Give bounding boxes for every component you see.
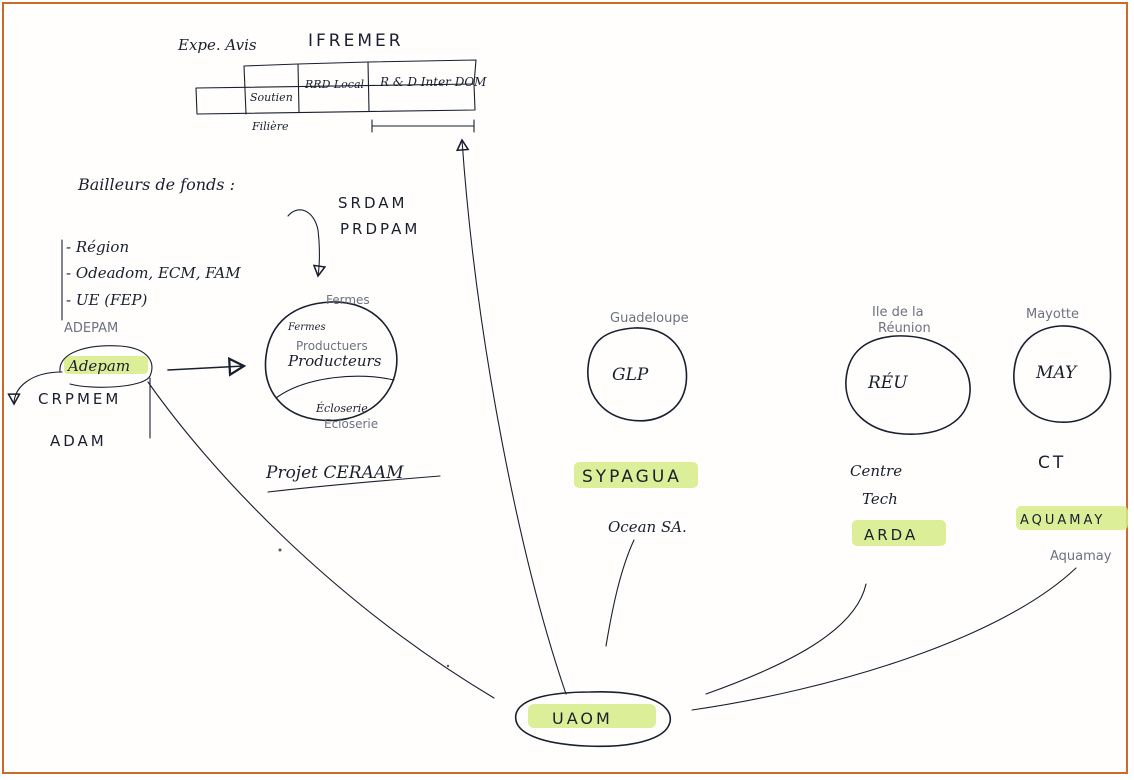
stray-dot xyxy=(446,664,450,668)
uaom-hub: UAOM xyxy=(515,690,671,748)
adepam-ellipse xyxy=(59,345,153,388)
guadeloupe-code: GLP xyxy=(612,365,649,385)
mayotte-to-uaom-line xyxy=(691,567,1077,711)
cerc-pencil-fermes: Fermes xyxy=(326,293,370,307)
uaom-label: UAOM xyxy=(552,709,613,728)
region-mayotte: Mayotte MAY CT AQUAMAY Aquamay xyxy=(1013,307,1128,564)
mayotte-pencil-label: Mayotte xyxy=(1026,307,1079,322)
adam-label: ADAM xyxy=(50,432,107,450)
adepam-highlight xyxy=(64,356,148,374)
ifremer-cell-rrd: RRD Local xyxy=(304,78,365,91)
srdam-group: SRDAM PRDPAM xyxy=(287,194,420,276)
cerc-caption-underline xyxy=(267,475,441,493)
filiere-label: Filière xyxy=(251,120,289,133)
cerc-circle xyxy=(264,301,398,422)
ifremer-group: Expe. Avis IFREMER Soutien RRD Local R &… xyxy=(177,31,487,133)
cerc-ink-producteurs: Producteurs xyxy=(287,352,382,370)
ifremer-cell-soutien: Soutien xyxy=(250,91,293,104)
mayotte-ct-label: CT xyxy=(1038,453,1066,473)
reunion-line-centre: Centre xyxy=(850,462,902,480)
arda-label: ARDA xyxy=(864,526,918,544)
aquamay-highlight xyxy=(1016,506,1128,530)
uaom-highlight xyxy=(528,704,656,728)
funders-heading: Bailleurs de fonds : xyxy=(77,175,235,194)
sypagua-highlight xyxy=(574,462,698,488)
mayotte-code: MAY xyxy=(1035,363,1078,383)
aquamay-label: AQUAMAY xyxy=(1020,513,1105,528)
adepam-to-cerc-arrow xyxy=(167,366,244,370)
reunion-to-uaom-line xyxy=(705,583,867,695)
reunion-pencil-line1: Ile de la xyxy=(872,305,924,320)
guadeloupe-pencil-label: Guadeloupe xyxy=(610,311,689,326)
ifremer-span-bracket xyxy=(371,119,475,133)
funders-item-region: - Région xyxy=(66,238,129,256)
cerc-divider xyxy=(275,375,395,399)
region-reunion: Ile de la Réunion RÉU Centre Tech ARDA xyxy=(845,305,971,546)
crpmem-label: CRPMEM xyxy=(38,390,121,408)
cerc-ink-ecloserie: Écloserie xyxy=(315,401,368,415)
adepam-group: ADEPAM Adepam CRPMEM ADAM xyxy=(14,321,244,450)
cerc-ink-fermes: Fermes xyxy=(287,322,326,333)
cerc-group: Fermes Fermes Productuers Producteurs Éc… xyxy=(264,293,441,493)
funders-item-ue: - UE (FEP) xyxy=(66,291,147,309)
srdam-label: SRDAM xyxy=(338,194,407,212)
ifremer-title: IFREMER xyxy=(308,31,404,51)
reunion-pencil-line2: Réunion xyxy=(878,321,931,336)
funders-item-odeadom: - Odeadom, ECM, FAM xyxy=(66,264,241,282)
connections xyxy=(147,140,1077,711)
reunion-circle xyxy=(845,335,971,435)
uaom-ellipse xyxy=(515,690,671,748)
uaom-to-ifremer-arrow xyxy=(462,140,567,695)
region-guadeloupe: Guadeloupe GLP SYPAGUA Ocean SA. xyxy=(574,311,698,536)
adepam-to-uaom-line xyxy=(147,381,495,699)
reunion-line-tech: Tech xyxy=(862,490,898,508)
stray-dot xyxy=(278,548,282,552)
expe-label: Expe. Avis xyxy=(177,36,257,54)
adepam-name: Adepam xyxy=(66,357,130,375)
ifremer-cell-rd: R & D Inter DOM xyxy=(379,75,487,89)
adepam-pencil-label: ADEPAM xyxy=(64,321,118,336)
guadeloupe-circle xyxy=(587,327,688,422)
funders-group: Bailleurs de fonds : - Région - Odeadom,… xyxy=(61,175,241,321)
cerc-caption: Projet CERAAM xyxy=(265,463,404,483)
ocean-sa-label: Ocean SA. xyxy=(608,518,687,536)
reunion-code: RÉU xyxy=(867,372,908,393)
mayotte-circle xyxy=(1013,325,1112,423)
adepam-loop-arrow xyxy=(14,371,63,404)
ifremer-box-top xyxy=(243,59,477,85)
sypagua-label: SYPAGUA xyxy=(582,467,682,487)
srdam-arrow xyxy=(287,209,320,276)
prdpam-label: PRDPAM xyxy=(340,220,420,238)
cerc-pencil-producteurs: Productuers xyxy=(296,339,368,353)
cerc-pencil-ecloserie: Ecloserie xyxy=(324,417,378,431)
ifremer-box xyxy=(195,83,476,115)
ifremer-dividers xyxy=(243,61,370,115)
arda-highlight xyxy=(852,520,946,546)
ocean-sa-to-uaom-line xyxy=(605,539,635,647)
stray-marks xyxy=(278,548,450,668)
aquamay-pencil-label: Aquamay xyxy=(1050,549,1112,564)
